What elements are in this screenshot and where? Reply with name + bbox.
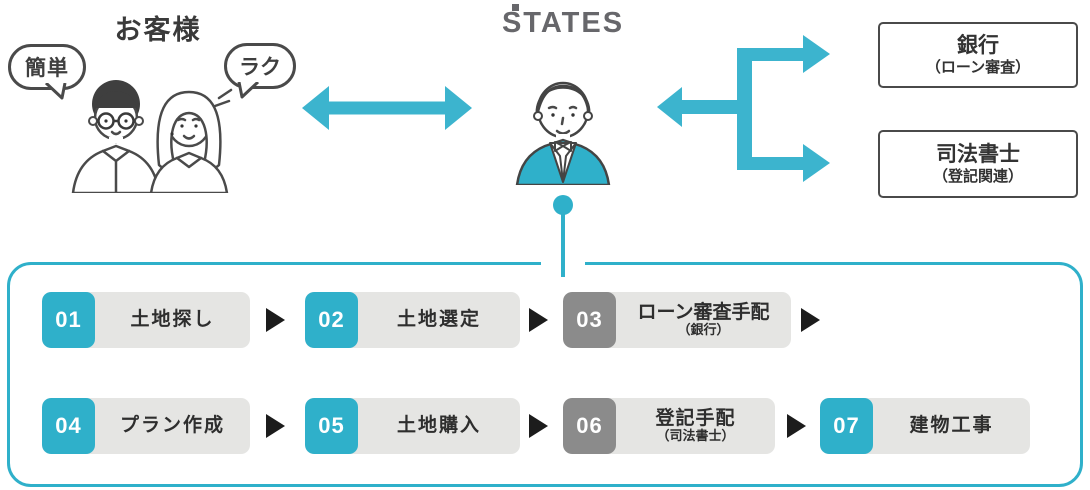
- flow-step-03: 03 ローン審査手配 （銀行）: [563, 292, 791, 348]
- step-label: 土地購入: [396, 415, 481, 437]
- connector-line: [561, 213, 565, 277]
- flow-step-01: 01 土地探し: [42, 292, 250, 348]
- double-arrow-icon: [302, 86, 472, 130]
- flow-step-04: 04 プラン作成: [42, 398, 250, 454]
- speech-bubble-left: 簡単: [8, 44, 86, 100]
- step-label: ローン審査手配: [637, 301, 770, 323]
- step-number: 04: [42, 398, 95, 454]
- flow-step-06: 06 登記手配 （司法書士）: [563, 398, 775, 454]
- speech-bubble-right-text: ラク: [239, 56, 281, 79]
- speech-bubble-tail-icon: [44, 83, 67, 100]
- partner-bank-subtitle: （ローン審査）: [925, 58, 1031, 76]
- step-sublabel: （司法書士）: [656, 428, 735, 444]
- customer-title: お客様: [114, 15, 202, 45]
- customer-couple-icon: [71, 80, 233, 193]
- partner-bank-title: 銀行: [957, 33, 999, 57]
- flow-arrow-icon: [529, 308, 548, 332]
- partner-scrivener-title: 司法書士: [936, 142, 1020, 166]
- step-number: 02: [305, 292, 358, 348]
- flow-arrow-icon: [529, 414, 548, 438]
- flow-arrow-icon: [801, 308, 820, 332]
- step-sublabel: （銀行）: [677, 322, 730, 338]
- flow-arrow-icon: [787, 414, 806, 438]
- flow-step-07: 07 建物工事: [820, 398, 1030, 454]
- speech-bubble-left-text: 簡単: [25, 57, 69, 80]
- step-label: 建物工事: [909, 415, 994, 437]
- flow-arrow-icon: [266, 414, 285, 438]
- step-number: 07: [820, 398, 873, 454]
- partner-box-bank: 銀行 （ローン審査）: [878, 22, 1078, 88]
- logo-text: STATES: [501, 7, 625, 39]
- step-label: 土地選定: [396, 309, 481, 331]
- agent-person-icon: [515, 81, 611, 185]
- speech-bubble-right: ラク: [224, 43, 296, 99]
- partner-box-scrivener: 司法書士 （登記関連）: [878, 130, 1078, 198]
- partner-scrivener-subtitle: （登記関連）: [932, 167, 1023, 185]
- flow-arrow-icon: [266, 308, 285, 332]
- step-label: 土地探し: [130, 309, 215, 331]
- flow-step-02: 02 土地選定: [305, 292, 520, 348]
- flow-step-05: 05 土地購入: [305, 398, 520, 454]
- speech-bubble-tail-icon: [237, 82, 260, 99]
- branch-arrow-icon: [657, 35, 830, 182]
- logo-dot-icon: [512, 4, 519, 11]
- step-number: 03: [563, 292, 616, 348]
- connector-dot-icon: [553, 195, 573, 215]
- step-label: 登記手配: [655, 407, 736, 429]
- states-logo: STATES: [493, 4, 633, 40]
- step-number: 01: [42, 292, 95, 348]
- step-number: 06: [563, 398, 616, 454]
- step-number: 05: [305, 398, 358, 454]
- step-label: プラン作成: [119, 415, 225, 437]
